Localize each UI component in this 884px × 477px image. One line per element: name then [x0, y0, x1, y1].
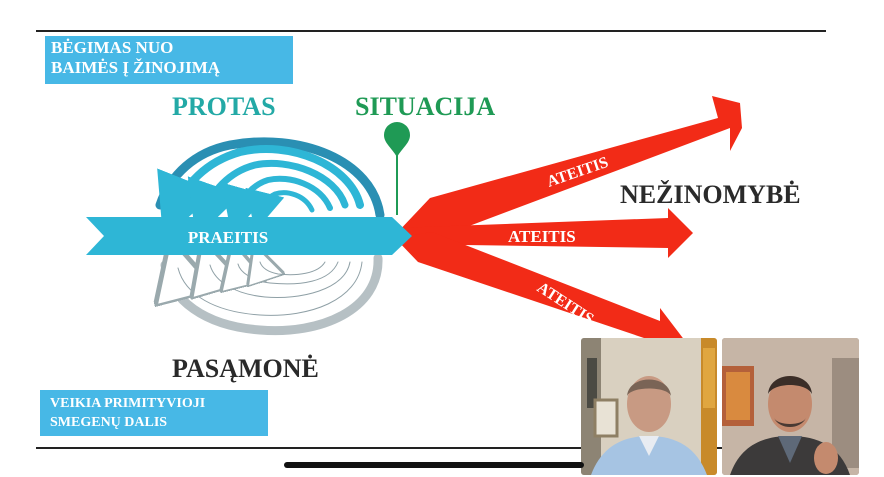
ateitis-middle-arrow	[395, 208, 693, 258]
video-tile-participant-2[interactable]	[722, 338, 859, 475]
protas-heading: PROTAS	[172, 92, 276, 121]
bottom-box-line1: VEIKIA PRIMITYVIOJI	[50, 396, 206, 411]
bottom-info-box: VEIKIA PRIMITYVIOJI SMEGENŲ DALIS	[40, 390, 268, 436]
situacija-heading: SITUACIJA	[355, 92, 496, 121]
situation-pin	[384, 122, 410, 215]
praeitis-arrow	[86, 217, 412, 255]
ateitis-lower-arrow	[395, 232, 692, 361]
mind-arrows	[155, 137, 385, 240]
top-box-line1: BĖGIMAS NUO	[51, 38, 174, 57]
subconscious-arrows	[165, 258, 383, 336]
future-arrows	[395, 96, 742, 361]
nezinomybe-heading: NEŽINOMYBĖ	[620, 180, 801, 209]
participant-1-video	[581, 338, 717, 475]
top-divider	[36, 30, 826, 32]
top-box-line2: BAIMĖS Į ŽINOJIMĄ	[51, 58, 221, 77]
home-indicator[interactable]	[284, 462, 584, 468]
ateitis-middle-label: ATEITIS	[508, 227, 576, 246]
ateitis-upper-arrow	[395, 96, 742, 240]
top-info-box: BĖGIMAS NUO BAIMĖS Į ŽINOJIMĄ	[45, 36, 293, 84]
video-tile-participant-1[interactable]	[581, 338, 717, 475]
pasamone-heading: PASĄMONĖ	[172, 354, 319, 383]
bottom-divider	[36, 447, 826, 449]
praeitis-label: PRAEITIS	[188, 228, 268, 247]
participant-2-video	[722, 338, 859, 475]
bottom-box-line2: SMEGENŲ DALIS	[50, 415, 168, 430]
